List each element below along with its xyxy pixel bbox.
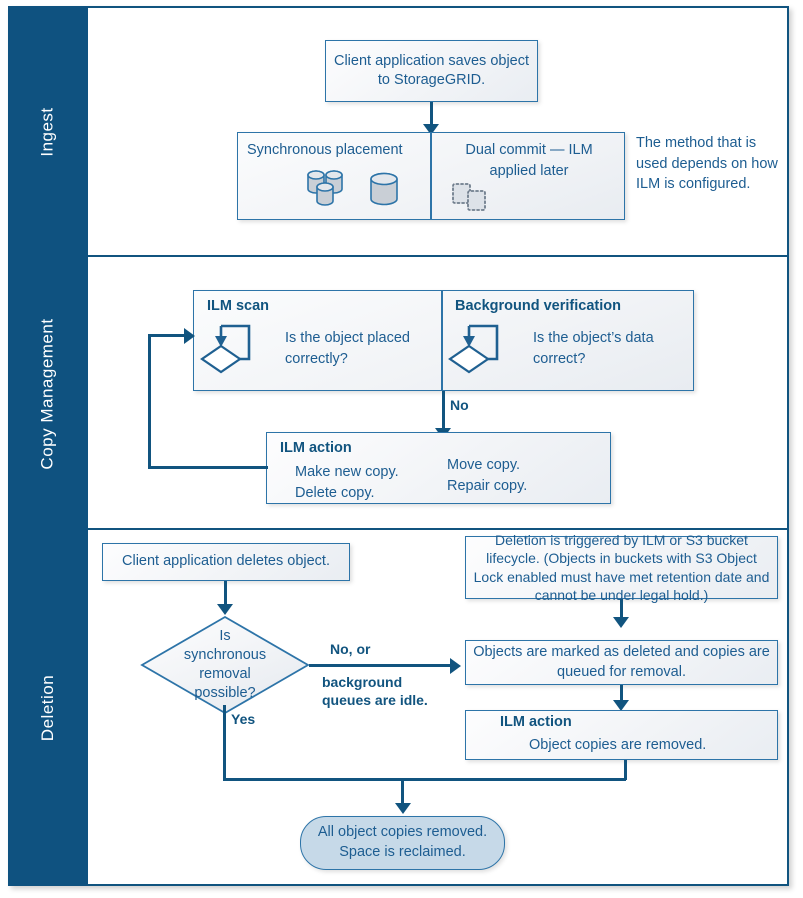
deletion-ilm-action-title: ILM action xyxy=(500,714,572,730)
deletion-decision-diamond[interactable]: Is synchronous removal possible? xyxy=(140,615,310,715)
copy-loop-top xyxy=(148,334,187,337)
background-verification-title: Background verification xyxy=(455,298,621,314)
deletion-marked-box[interactable]: Objects are marked as deleted and copies… xyxy=(465,640,778,685)
lane-label-ingest-text: Ingest xyxy=(38,106,57,157)
deletion-ilm-action-box[interactable] xyxy=(465,710,778,760)
deletion-merge-line xyxy=(401,778,404,808)
deletion-merge-arrow-icon xyxy=(395,803,411,814)
deletion-marked-connector-line xyxy=(620,685,623,703)
deletion-yes-label: Yes xyxy=(231,711,256,727)
ingest-method-note: The method that is used depends on how I… xyxy=(636,135,778,193)
ingest-client-box-text: Client application saves object to Stora… xyxy=(333,52,530,88)
copy-loop-bottom xyxy=(148,466,268,469)
copy-ilm-action-col2: Move copy. Repair copy. xyxy=(447,455,587,497)
ingest-connector-line xyxy=(430,102,433,128)
loop-decision-icon-2 xyxy=(448,324,499,374)
lane-separator-1 xyxy=(88,255,789,257)
copy-ilm-action-col2-line2: Repair copy. xyxy=(447,478,528,495)
copy-no-connector-line xyxy=(442,391,445,432)
copy-ilm-action-col1: Make new copy. Delete copy. xyxy=(295,462,435,504)
copy-scan-container xyxy=(193,290,694,391)
deletion-no-branch-arrow-icon xyxy=(450,658,461,674)
copy-ilm-action-box[interactable] xyxy=(266,432,611,504)
deletion-yes-branch-vline xyxy=(223,705,226,781)
deletion-no-label-2: background queues are idle. xyxy=(322,674,428,709)
deletion-client-box[interactable]: Client application deletes object. xyxy=(102,543,350,581)
deletion-no-label: No, or xyxy=(330,641,371,657)
deletion-trigger-note-box: Deletion is triggered by ILM or S3 bucke… xyxy=(465,532,778,603)
deletion-client-connector-arrow-icon xyxy=(217,604,233,615)
lane-label-deletion: Deletion xyxy=(8,530,88,886)
deletion-client-box-text: Client application deletes object. xyxy=(122,553,330,570)
lane-label-copy-management-text: Copy Management xyxy=(38,317,58,470)
background-verification-question: Is the object’s data correct? xyxy=(533,330,654,368)
deletion-marked-connector-arrow-icon xyxy=(613,700,629,711)
lane-label-copy-management: Copy Management xyxy=(8,257,88,530)
lane-label-ingest: Ingest xyxy=(8,6,88,257)
stacked-cylinders-icon xyxy=(307,170,343,206)
loop-decision-icon xyxy=(200,324,251,374)
copy-loop-left xyxy=(148,334,151,468)
deletion-client-connector-line xyxy=(224,581,227,608)
copy-loop-arrow-icon xyxy=(184,328,195,344)
deletion-terminator-text: All object copies removed. Space is recl… xyxy=(317,824,488,860)
ingest-client-box[interactable]: Client application saves object to Stora… xyxy=(325,40,538,102)
deletion-marked-text: Objects are marked as deleted and copies… xyxy=(473,644,770,680)
ilm-scan-question: Is the object placed correctly? xyxy=(285,330,410,368)
cylinder-icon xyxy=(370,172,398,206)
deletion-yes-branch-hline xyxy=(223,778,626,781)
ingest-dual-commit-label: Dual commit — ILM applied later xyxy=(465,142,593,180)
copy-ilm-action-col1-line1: Make new copy. xyxy=(295,464,399,480)
deletion-trigger-connector-arrow-icon xyxy=(613,617,629,628)
copy-ilm-action-col1-line2: Delete copy. xyxy=(295,485,375,502)
deletion-trigger-note-text: Deletion is triggered by ILM or S3 bucke… xyxy=(473,531,770,603)
deletion-ilm-action-down-line xyxy=(624,760,627,780)
lane-label-deletion-text: Deletion xyxy=(38,674,57,742)
ilm-scan-title: ILM scan xyxy=(207,298,270,314)
ingest-connector-arrow-icon xyxy=(423,124,439,135)
ingest-methods-divider xyxy=(430,132,432,220)
deletion-terminator[interactable]: All object copies removed. Space is recl… xyxy=(300,816,505,870)
deletion-no-branch-line xyxy=(309,664,454,667)
copy-no-label: No xyxy=(450,397,469,413)
ingest-synchronous-label: Synchronous placement xyxy=(247,142,403,158)
lane-separator-2 xyxy=(88,528,789,530)
copy-ilm-action-title: ILM action xyxy=(280,440,352,456)
copy-ilm-action-col2-line1: Move copy. xyxy=(447,457,521,473)
deletion-ilm-action-body: Object copies are removed. xyxy=(529,737,707,753)
dashed-copies-icon xyxy=(452,183,486,211)
copy-scan-divider xyxy=(441,290,443,391)
deletion-trigger-connector-line xyxy=(620,599,623,621)
